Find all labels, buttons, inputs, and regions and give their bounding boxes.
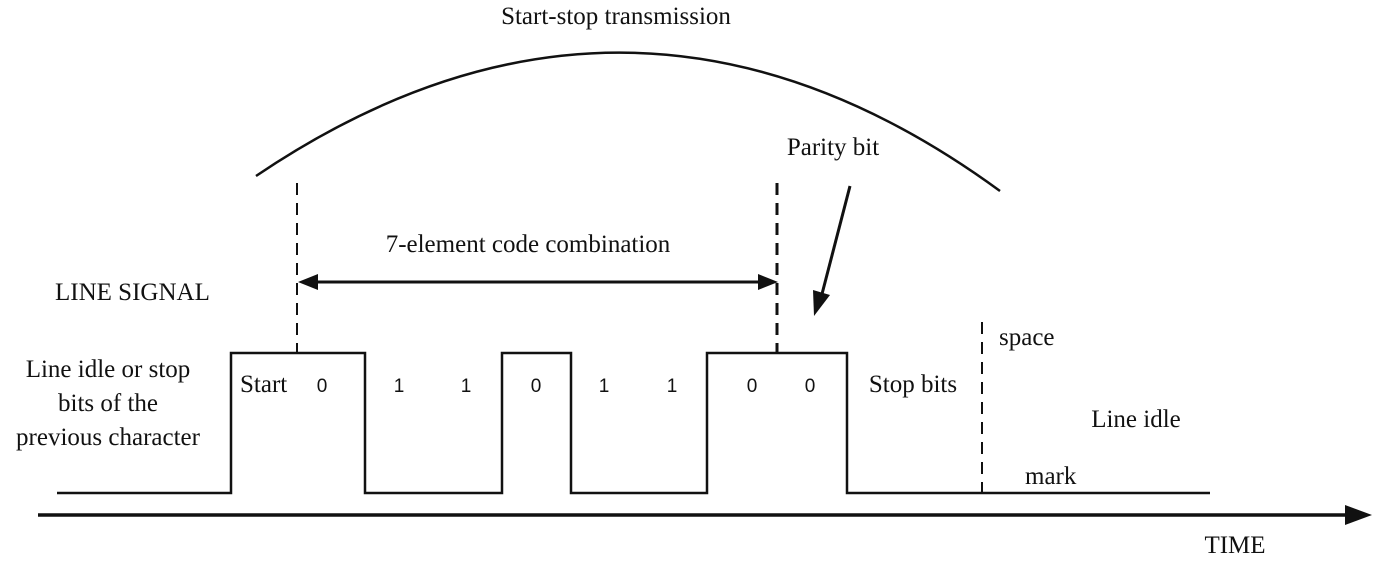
prev-char-line-2: bits of the — [58, 390, 158, 417]
start-label: Start — [240, 371, 287, 398]
bit-value: 0 — [317, 376, 328, 397]
parity-arrow-head — [813, 290, 830, 316]
diagram-title: Start-stop transmission — [501, 3, 731, 30]
bit-value: 0 — [805, 376, 816, 397]
stop-bits-label: Stop bits — [869, 371, 957, 398]
time-axis-arrow-head — [1345, 505, 1372, 525]
bit-value: 0 — [531, 376, 542, 397]
line-signal-waveform — [57, 351, 1210, 495]
parity-bit-label: Parity bit — [787, 134, 879, 161]
bit-value: 1 — [667, 376, 678, 397]
prev-char-line-1: Line idle or stop — [26, 356, 191, 383]
code-arrow-right-head — [758, 274, 778, 290]
transmission-arc — [255, 51, 1001, 193]
space-label: space — [999, 324, 1055, 351]
line-signal-label: LINE SIGNAL — [55, 279, 210, 306]
bit-value: 1 — [599, 376, 610, 397]
code-combination-label: 7-element code combination — [386, 231, 671, 258]
mark-label: mark — [1025, 463, 1077, 490]
bit-value: 1 — [394, 376, 405, 397]
bit-value: 0 — [747, 376, 758, 397]
prev-char-line-3: previous character — [16, 424, 201, 451]
parity-bit-arrow — [820, 185, 852, 295]
time-axis-label: TIME — [1204, 532, 1265, 559]
line-idle-label: Line idle — [1091, 406, 1181, 433]
bit-value: 1 — [461, 376, 472, 397]
code-arrow-left-head — [298, 274, 318, 290]
